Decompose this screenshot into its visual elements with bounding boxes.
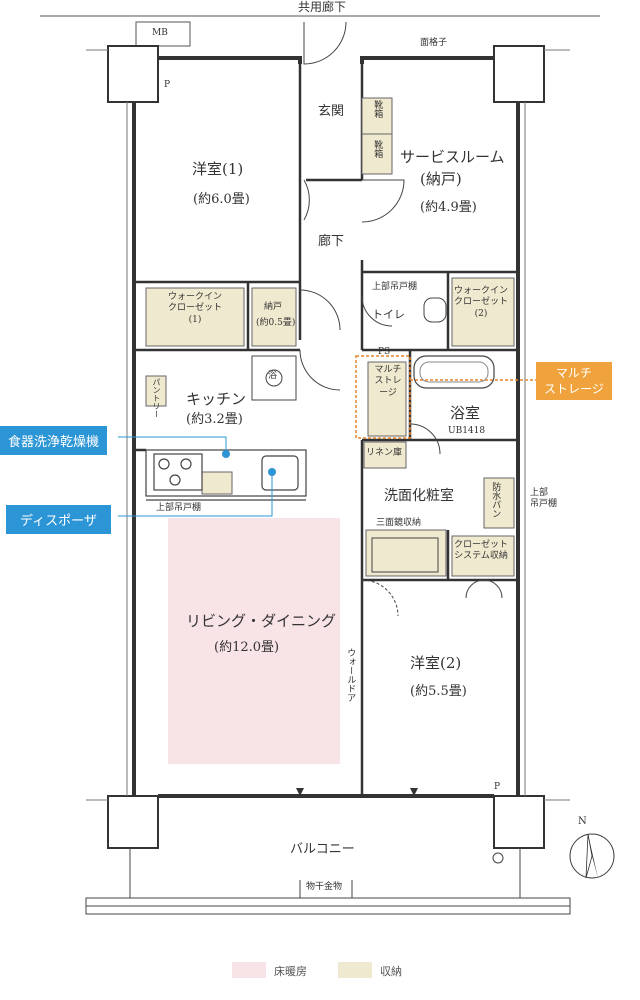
service-room-subname: (納戸)	[420, 170, 462, 188]
bathroom-name: 浴室	[450, 404, 481, 422]
sash-marker-2	[410, 788, 418, 796]
shoe-box-2	[361, 133, 393, 175]
multi-storage-inner-label: マルチストレージ	[374, 365, 402, 398]
dishwasher-leader	[118, 436, 227, 454]
western-room-2-name: 洋室(2)	[410, 654, 462, 672]
western-room-1-area: (約6.0畳)	[193, 192, 250, 207]
closet-system-label: クローゼット システム収納	[454, 540, 509, 562]
compass-north: N	[578, 816, 587, 827]
toilet-label: トイレ	[372, 308, 405, 321]
bathtub	[413, 355, 495, 389]
multi-storage-area	[367, 361, 407, 437]
wic2-label: ウォークイン クローゼット (2)	[454, 286, 509, 319]
bath-mark: 浴	[268, 371, 278, 381]
appliance-box	[251, 355, 297, 401]
pantry-label: パントリー	[152, 378, 161, 418]
linen-area	[363, 441, 407, 469]
nando-name: 納戸	[264, 302, 283, 312]
nando-area	[251, 287, 297, 347]
nando-area: (約0.5畳)	[256, 318, 296, 328]
multi-storage-callout: マルチ ストレージ	[536, 362, 612, 401]
balcony-drain	[492, 852, 504, 864]
interior-walls	[134, 64, 518, 796]
ps-label: PS	[378, 347, 391, 357]
waterproof-pan-area	[483, 477, 515, 529]
pantry-area	[145, 375, 167, 407]
p-mark-top: P	[164, 80, 171, 90]
kitchen-counter	[145, 449, 307, 501]
legend-storage-swatch	[338, 962, 372, 978]
outer-thin-lines	[86, 49, 570, 801]
mirror-storage-area	[365, 529, 447, 577]
p-mark-bottom: P	[494, 782, 501, 792]
balcony-label: バルコニー	[290, 842, 355, 857]
service-room-area: (約4.9畳)	[420, 200, 477, 215]
linen-label: リネン庫	[366, 448, 403, 458]
compass	[569, 833, 615, 879]
waterproof-pan-label: 防水パン	[490, 482, 501, 518]
bathroom-unit: UB1418	[448, 426, 486, 436]
wic2-area	[451, 277, 515, 347]
wic1-area	[145, 287, 245, 347]
sash-marker-1	[296, 788, 304, 796]
bathtub-inner	[419, 361, 489, 383]
legend-floor-heating: 床暖房	[274, 965, 307, 978]
living-area: (約12.0畳)	[214, 640, 280, 655]
kitchen-area: (約3.2畳)	[186, 412, 243, 427]
washbasin	[371, 537, 439, 573]
washroom-label: 洗面化粧室	[384, 488, 454, 504]
upper-cabinet-wash: 上部 吊戸棚	[530, 488, 558, 510]
disposer-callout: ディスポーザ	[6, 505, 111, 534]
kitchen-name: キッチン	[186, 390, 247, 408]
living-name: リビング・ダイニング	[186, 612, 337, 630]
hallway-label: 廊下	[318, 234, 345, 249]
legend-storage: 収納	[380, 965, 402, 978]
multi-storage-outline	[355, 355, 411, 439]
western-room-1-name: 洋室(1)	[192, 160, 244, 178]
columns	[107, 45, 545, 849]
floor-heating-area	[168, 518, 340, 764]
bath-mark-circle	[265, 369, 283, 387]
shoe-box-1-label: 靴箱	[372, 100, 383, 118]
service-room-name: サービスルーム	[400, 148, 505, 166]
balcony	[85, 848, 571, 915]
dishwasher-callout: 食器洗浄乾燥機	[0, 426, 108, 455]
western-room-2-area: (約5.5畳)	[410, 684, 467, 699]
wic1-label: ウォークイン クローゼット (1)	[168, 292, 223, 325]
upper-cabinet-kitchen: 上部吊戸棚	[156, 503, 202, 513]
toilet-seat	[423, 297, 447, 323]
mb-box	[135, 21, 191, 47]
closet-system-area	[451, 535, 515, 577]
kitchen-upper-area	[201, 471, 233, 495]
shoe-box-2-label: 靴箱	[372, 140, 383, 158]
entrance-label: 玄関	[318, 104, 345, 119]
grille-label: 面格子	[420, 38, 448, 48]
upper-cabinet-toilet: 上部吊戸棚	[372, 282, 418, 292]
disposer-leader	[118, 472, 273, 517]
corridor-label: 共用廊下	[298, 0, 347, 14]
mirror-storage-label: 三面鏡収納	[376, 518, 422, 528]
wall-door-label: ウォールドア	[345, 648, 356, 702]
doors	[299, 21, 503, 617]
drying-rack-label: 物干金物	[306, 882, 343, 892]
legend-floor-heating-swatch	[232, 962, 266, 978]
mb-label: MB	[152, 28, 168, 38]
shoe-box-1	[361, 97, 393, 135]
